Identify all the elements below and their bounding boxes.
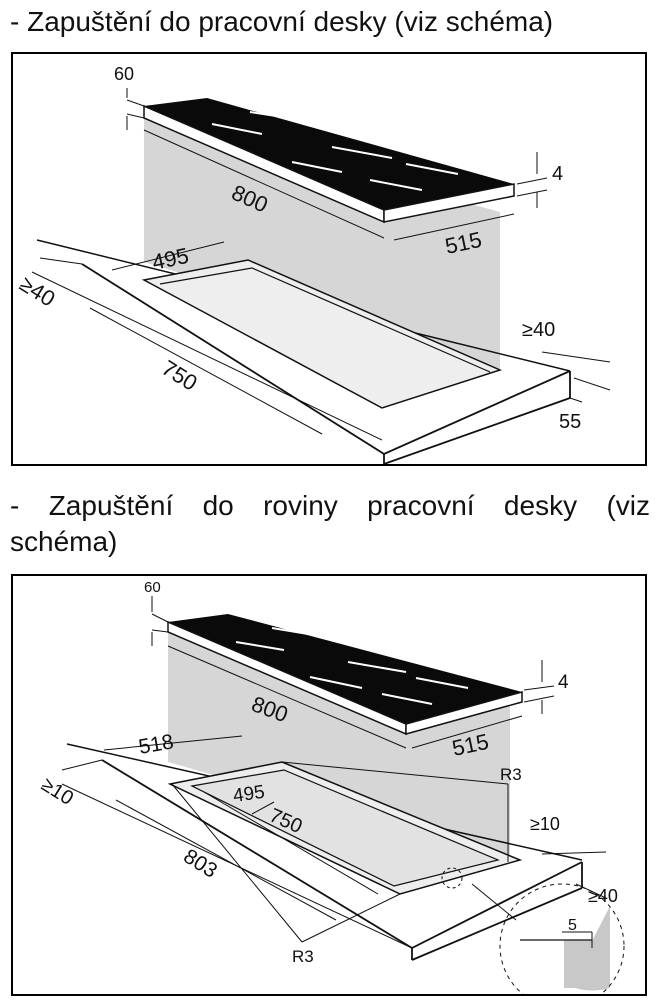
cutout [190,769,500,887]
hob-glass [144,98,514,210]
hob-zones [211,111,459,191]
hob-side-edge [383,183,515,223]
label-back-margin: ≥40 [588,886,618,906]
label-radius-bottom: R3 [292,947,314,966]
label-side-margin: ≥10 [530,814,560,834]
label-front-margin: ≥10 [37,774,77,810]
label-detail-step: 5 [568,917,577,934]
projection-shadow [144,114,500,369]
label-thickness: 4 [558,672,569,693]
built-in-diagram: 60 4 800 515 495 ≥40 750 ≥40 55 [15,64,611,464]
label-cutout-width: 750 [157,355,201,396]
detail-marker [441,867,463,889]
detail-callout [499,883,625,994]
diagram-frame-flush: 60 4 800 515 518 495 750 803 ≥10 R3 R3 ≥… [11,574,647,996]
hob-glass [168,614,522,724]
label-top-gap: 60 [114,64,134,84]
section1-heading: - Zapuštění do pracovní desky (viz schém… [10,6,554,37]
section2-heading-line1: - Zapuštění do roviny pracovní desky (vi… [10,490,650,521]
label-cutout-depth: 495 [232,782,266,807]
hob-zones [235,627,469,705]
label-worktop: 55 [559,411,581,433]
worktop-front-face [383,397,571,464]
label-back-margin: ≥40 [522,319,555,341]
flush-diagram: 60 4 800 515 518 495 750 803 ≥10 R3 R3 ≥… [37,579,625,994]
label-recess-width: 803 [179,845,221,883]
cutout [141,259,503,409]
label-front-margin: ≥40 [15,271,59,312]
label-thickness: 4 [552,163,563,185]
label-top-gap: 60 [144,579,161,596]
section2-heading-line2: schéma) [10,526,118,557]
section2-heading: - Zapuštění do roviny pracovní desky (vi… [10,488,650,560]
label-radius-top: R3 [500,765,522,784]
diagram-frame-built-in: 60 4 800 515 495 ≥40 750 ≥40 55 [11,52,647,466]
